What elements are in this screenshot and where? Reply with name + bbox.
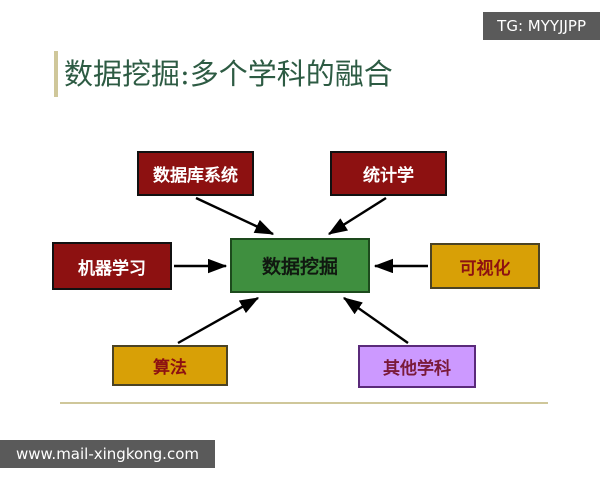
watermark-website: www.mail-xingkong.com [0, 440, 215, 468]
diagram-node-label: 数据库系统 [153, 166, 238, 186]
diagram-node-other-disciplines[interactable]: 其他学科 [358, 345, 476, 388]
diagram-node-label: 其他学科 [383, 359, 451, 379]
diagram-node-label: 统计学 [363, 166, 414, 186]
arrow-database-to-center [195, 196, 275, 236]
arrow-other-to-center [343, 297, 409, 344]
watermark-telegram-text: TG: MYYJJPP [497, 17, 586, 35]
watermark-website-text: www.mail-xingkong.com [16, 445, 199, 463]
diagram-node-label: 数据挖掘 [261, 256, 338, 278]
watermark-telegram: TG: MYYJJPP [483, 12, 600, 40]
diagram-node-data-mining-center[interactable]: 数据挖掘 [230, 238, 370, 293]
diagram-node-machine-learning[interactable]: 机器学习 [52, 242, 172, 290]
page-title: 数据挖掘:多个学科的融合 [64, 57, 393, 91]
diagram-node-label: 算法 [153, 358, 187, 378]
arrow-statistics-to-center [327, 196, 387, 236]
diagram-node-statistics[interactable]: 统计学 [330, 151, 447, 196]
diagram-node-database-systems[interactable]: 数据库系统 [137, 151, 254, 196]
diagram-node-label: 可视化 [459, 258, 511, 279]
diagram-node-label: 机器学习 [78, 258, 146, 279]
diagram-node-visualization[interactable]: 可视化 [430, 243, 540, 289]
title-accent-bar [54, 51, 58, 97]
arrow-algorithms-to-center [177, 296, 260, 345]
footer-divider [60, 402, 548, 404]
diagram-node-algorithms[interactable]: 算法 [112, 345, 228, 386]
